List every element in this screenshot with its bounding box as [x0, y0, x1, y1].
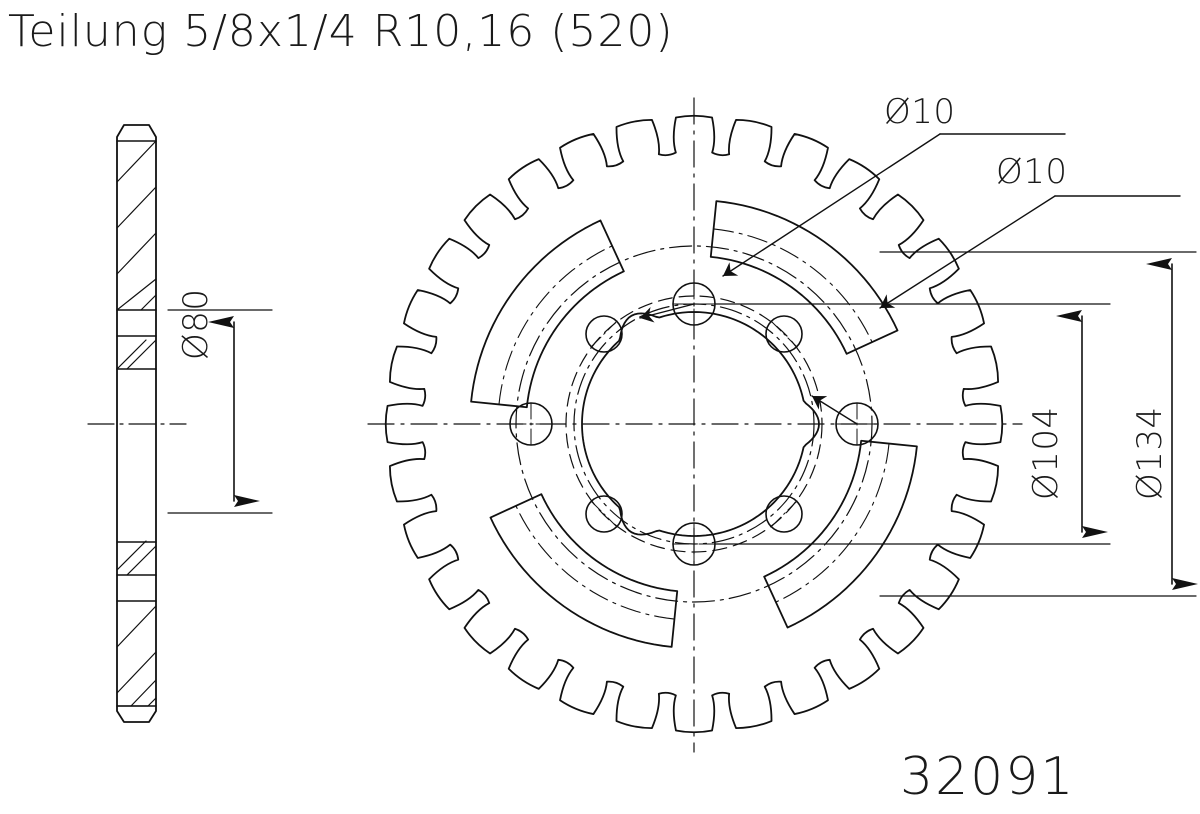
leader-hole-upper [722, 133, 1066, 277]
pitch-specification-title: Teilung 5/8x1/4 R10,16 (520) [8, 6, 674, 57]
section-hatch-bottom [116, 605, 157, 707]
section-hatch-upper-band [116, 339, 157, 370]
lightening-slot [763, 439, 918, 629]
face-centerlines [367, 97, 1023, 753]
dimension-label-bore: Ø80 [176, 288, 216, 360]
section-hatch-top [116, 140, 157, 311]
bolt-hole [672, 522, 716, 566]
part-number: 32091 [900, 747, 1076, 807]
small-holes-group [585, 315, 803, 533]
dimension-label-bolt-circle: Ø104 [1026, 406, 1066, 500]
center-bore [581, 311, 820, 537]
leader-lines [639, 133, 1181, 425]
lightening-slot-centerline [515, 505, 675, 620]
lightening-slot-centerline [498, 245, 613, 405]
lightening-slot-centerline [713, 228, 873, 343]
sprocket-teeth-outline [384, 114, 1004, 734]
small-hole [585, 495, 623, 533]
small-hole [585, 315, 623, 353]
dimension-label-hole-lower: Ø10 [996, 152, 1068, 192]
dimension-bore [167, 309, 273, 514]
lightening-slot [709, 200, 899, 355]
lightening-slot [489, 493, 679, 648]
small-hole [765, 315, 803, 353]
dimension-label-hole-upper: Ø10 [884, 92, 956, 132]
dimension-extension-lines [715, 251, 1197, 597]
lightening-slots-group [470, 200, 918, 648]
leader-bore-notch-b [811, 395, 858, 425]
lightening-slot-centerline [775, 443, 890, 603]
leader-bore-notch-a [639, 303, 695, 323]
section-hatch-lower-band [116, 540, 157, 576]
bolt-hole [509, 402, 553, 446]
lightening-slot [470, 219, 625, 409]
small-hole [765, 495, 803, 533]
dimension-label-outside: Ø134 [1130, 406, 1170, 500]
side-section-view [87, 124, 187, 723]
